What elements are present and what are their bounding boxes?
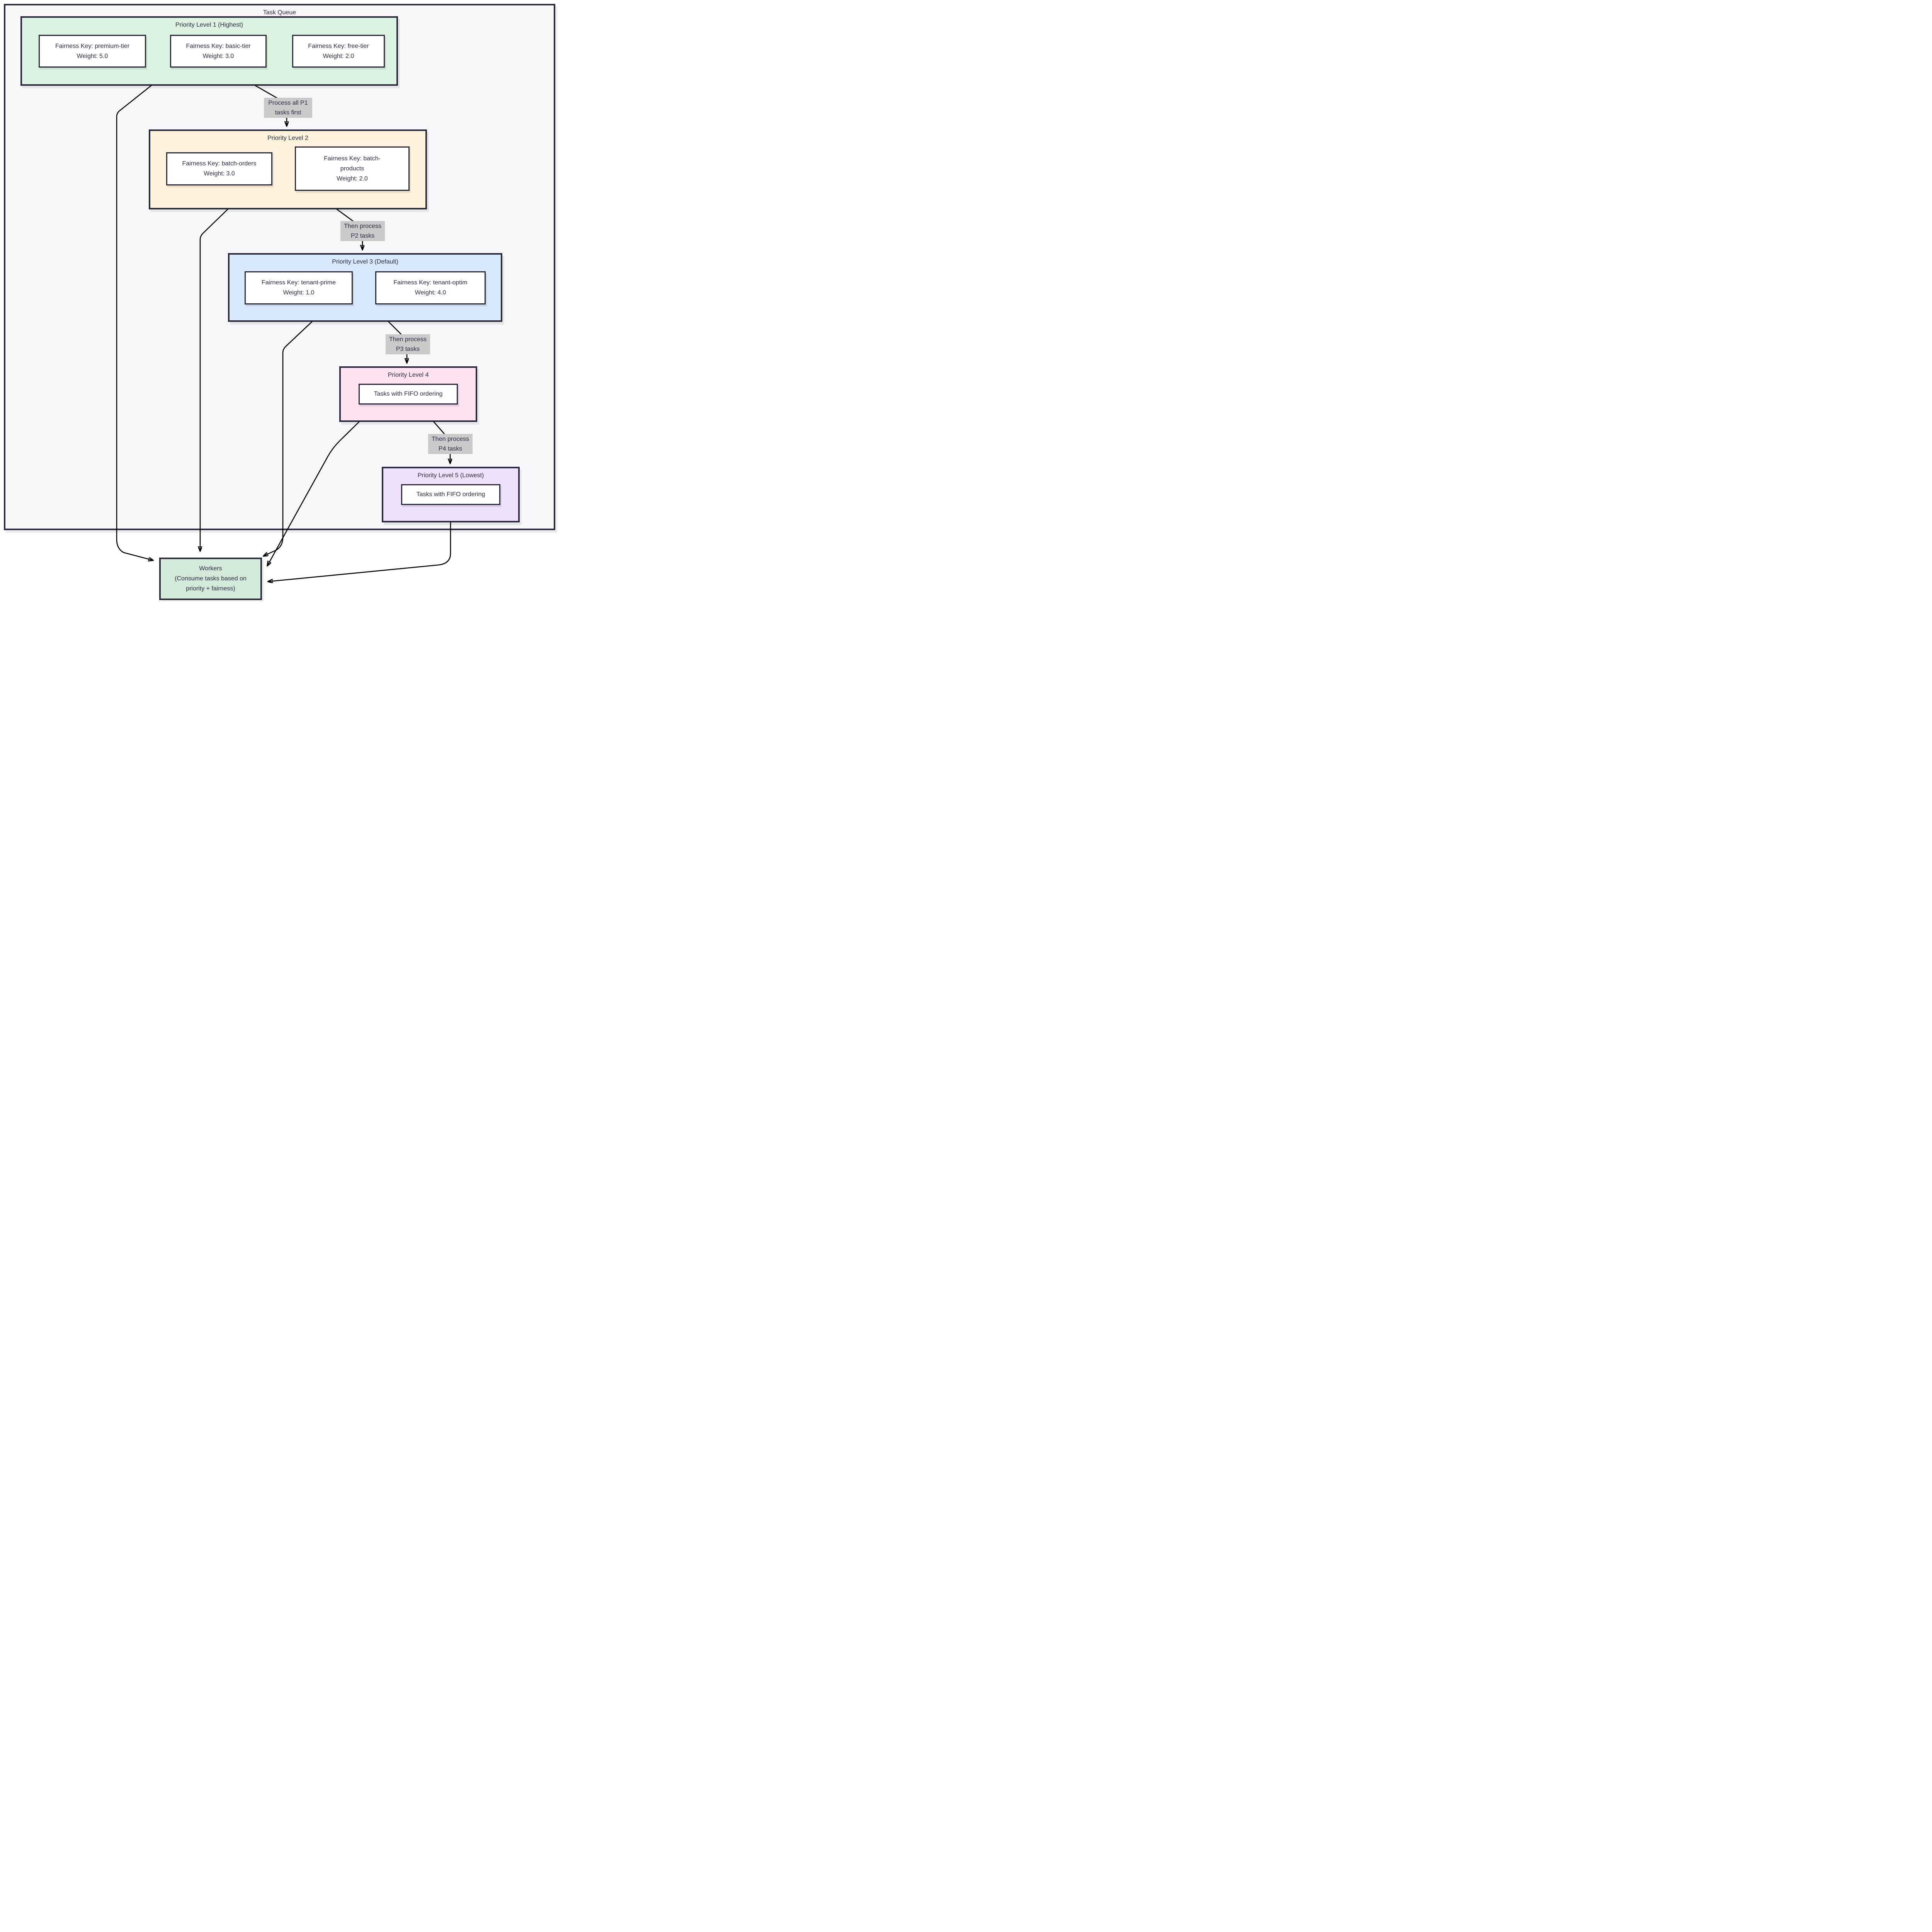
- fifo-node-p4: Tasks with FIFO ordering: [359, 384, 458, 405]
- fairness-node-basic-tier: Fairness Key: basic-tier Weight: 3.0: [170, 35, 267, 68]
- edge-label-process-p1: Process all P1 tasks first: [264, 98, 312, 118]
- edge-p5-to-workers: [268, 522, 451, 582]
- priority-level-5-title: Priority Level 5 (Lowest): [417, 472, 484, 479]
- fairness-node-batch-products: Fairness Key: batch- products Weight: 2.…: [295, 146, 410, 191]
- priority-level-3-title: Priority Level 3 (Default): [332, 259, 398, 265]
- fairness-node-free-tier: Fairness Key: free-tier Weight: 2.0: [292, 35, 385, 68]
- task-queue-title: Task Queue: [263, 9, 296, 16]
- edge-label-process-p4: Then process P4 tasks: [428, 434, 473, 454]
- priority-level-4-title: Priority Level 4: [388, 372, 429, 378]
- workers-node: Workers (Consume tasks based on priority…: [159, 558, 262, 600]
- flowchart-canvas: Task Queue Priority Level 1 (Highest) Fa…: [0, 0, 596, 601]
- fairness-node-tenant-prime: Fairness Key: tenant-prime Weight: 1.0: [245, 271, 353, 304]
- edge-label-process-p2: Then process P2 tasks: [340, 221, 385, 241]
- fairness-node-tenant-optim: Fairness Key: tenant-optim Weight: 4.0: [375, 271, 486, 304]
- fairness-node-batch-orders: Fairness Key: batch-orders Weight: 3.0: [166, 152, 272, 185]
- fairness-node-premium-tier: Fairness Key: premium-tier Weight: 5.0: [39, 35, 146, 68]
- fifo-node-p5: Tasks with FIFO ordering: [401, 484, 500, 505]
- priority-level-2-title: Priority Level 2: [267, 135, 308, 141]
- priority-level-1-title: Priority Level 1 (Highest): [175, 22, 243, 28]
- edge-label-process-p3: Then process P3 tasks: [386, 334, 430, 354]
